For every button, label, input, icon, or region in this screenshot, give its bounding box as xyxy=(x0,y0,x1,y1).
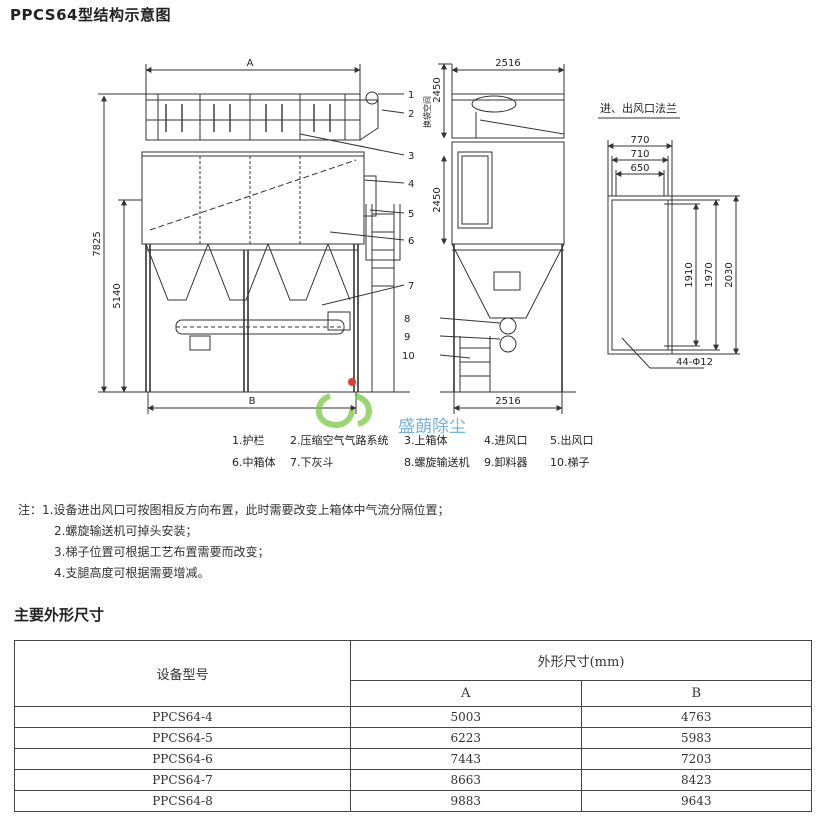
hoppers xyxy=(145,243,358,301)
table-row: PPCS64-4 5003 4763 xyxy=(14,706,812,728)
dim-5140-label: 5140 xyxy=(112,283,123,308)
legend-item: 9.卸料器 xyxy=(484,455,528,469)
table-row: PPCS64-5 6223 5983 xyxy=(14,727,812,749)
model-cell: PPCS64-5 xyxy=(14,727,351,749)
guard-rail xyxy=(157,94,346,140)
callout-10: 10 xyxy=(402,351,415,362)
legend-item: 4.进风口 xyxy=(484,434,528,447)
watermark-text: 盛蓢除尘 xyxy=(398,417,466,437)
note-line: 3.梯子位置可根据工艺布置需要而改变； xyxy=(54,545,270,559)
model-cell: PPCS64-7 xyxy=(14,769,351,791)
legend-item: 3.上箱体 xyxy=(404,433,448,447)
dim-1970-label: 1970 xyxy=(704,262,715,287)
model-cell: PPCS64-4 xyxy=(14,706,351,728)
front-view xyxy=(98,64,410,414)
structure-drawing: A B 7825 5140 2450 换袋空间 2450 2516 2516 进… xyxy=(92,58,740,469)
callout-3: 3 xyxy=(408,151,414,162)
support-legs xyxy=(145,244,359,392)
middle-box xyxy=(141,151,365,245)
table-row: PPCS64-6 7443 7203 xyxy=(14,748,812,770)
b-cell: 5983 xyxy=(580,727,812,749)
page-title: PPCS64型结构示意图 xyxy=(10,6,171,24)
table-row: PPCS64-7 8663 8423 xyxy=(14,769,812,791)
model-cell: PPCS64-8 xyxy=(14,790,351,812)
legend-item: 8.螺旋输送机 xyxy=(404,455,470,469)
watermark-logo xyxy=(315,393,372,428)
callout-2: 2 xyxy=(408,109,414,120)
dim-7825-label: 7825 xyxy=(92,231,103,256)
dim-770-label: 770 xyxy=(630,135,649,146)
callout-6: 6 xyxy=(408,236,414,247)
notes: 注：1.设备进出风口可按图相反方向布置，此时需要改变上箱体中气流分隔位置； 2.… xyxy=(18,500,449,584)
section-title: 主要外形尺寸 xyxy=(14,606,105,624)
callout-9: 9 xyxy=(404,332,410,343)
service-space-label: 换袋空间 xyxy=(422,96,432,128)
flange-view xyxy=(598,117,740,369)
dim-2516-bottom-label: 2516 xyxy=(495,396,520,407)
ladder xyxy=(365,204,401,392)
side-view xyxy=(438,63,576,414)
marker-dot xyxy=(348,378,356,386)
callout-8: 8 xyxy=(404,314,410,325)
legend-item: 2.压缩空气气路系统 xyxy=(290,433,389,447)
dim-2030-label: 2030 xyxy=(724,262,735,287)
dim-b-label: B xyxy=(249,396,256,407)
a-cell: 5003 xyxy=(350,706,582,728)
a-cell: 6223 xyxy=(350,727,582,749)
dim-2450-mid-label: 2450 xyxy=(432,187,443,212)
callout-7: 7 xyxy=(408,281,414,292)
blow-pipes xyxy=(165,104,331,132)
note-line: 注：1.设备进出风口可按图相反方向布置，此时需要改变上箱体中气流分隔位置； xyxy=(18,503,450,517)
model-header: 设备型号 xyxy=(14,640,351,707)
table-row: PPCS64-8 9883 9643 xyxy=(14,790,812,812)
side-ladder xyxy=(459,336,491,392)
callout-5: 5 xyxy=(408,209,414,220)
callout-4: 4 xyxy=(408,179,414,190)
dims-header: 外形尺寸(mm) xyxy=(350,640,812,681)
col-b-header: B xyxy=(580,680,812,707)
dim-1910-label: 1910 xyxy=(684,262,695,287)
screw-conveyor xyxy=(175,311,351,351)
a-cell: 7443 xyxy=(350,748,582,770)
note-line: 2.螺旋输送机可掉头安装； xyxy=(54,524,198,538)
a-cell: 8663 xyxy=(350,769,582,791)
legend-item: 7.下灰斗 xyxy=(290,455,334,469)
b-cell: 7203 xyxy=(580,748,812,770)
holes-label: 44-Φ12 xyxy=(676,357,713,368)
a-cell: 9883 xyxy=(350,790,582,812)
legend-item: 10.梯子 xyxy=(550,456,590,469)
dimensions-table: 设备型号 外形尺寸(mm) A B PPCS64-4 5003 4763 PPC… xyxy=(14,640,812,812)
b-cell: 4763 xyxy=(580,706,812,728)
legend-item: 5.出风口 xyxy=(550,433,594,447)
legend-item: 6.中箱体 xyxy=(232,455,276,469)
upper-box xyxy=(145,93,361,141)
note-line: 4.支腿高度可根据需要增减。 xyxy=(54,566,210,580)
dim-710-label: 710 xyxy=(630,149,649,160)
dim-650-label: 650 xyxy=(630,163,649,174)
col-a-header: A xyxy=(350,680,582,707)
flange-label: 进、出风口法兰 xyxy=(600,101,677,115)
callout-1: 1 xyxy=(408,90,414,101)
dim-2516-top-label: 2516 xyxy=(495,58,520,69)
dim-2450-top-label: 2450 xyxy=(432,77,443,102)
legend: 1.护栏 2.压缩空气气路系统 3.上箱体 4.进风口 5.出风口 6.中箱体 … xyxy=(232,433,594,469)
b-cell: 9643 xyxy=(580,790,812,812)
legend-item: 1.护栏 xyxy=(232,433,265,447)
model-cell: PPCS64-6 xyxy=(14,748,351,770)
b-cell: 8423 xyxy=(580,769,812,791)
dim-a-label: A xyxy=(247,58,254,69)
